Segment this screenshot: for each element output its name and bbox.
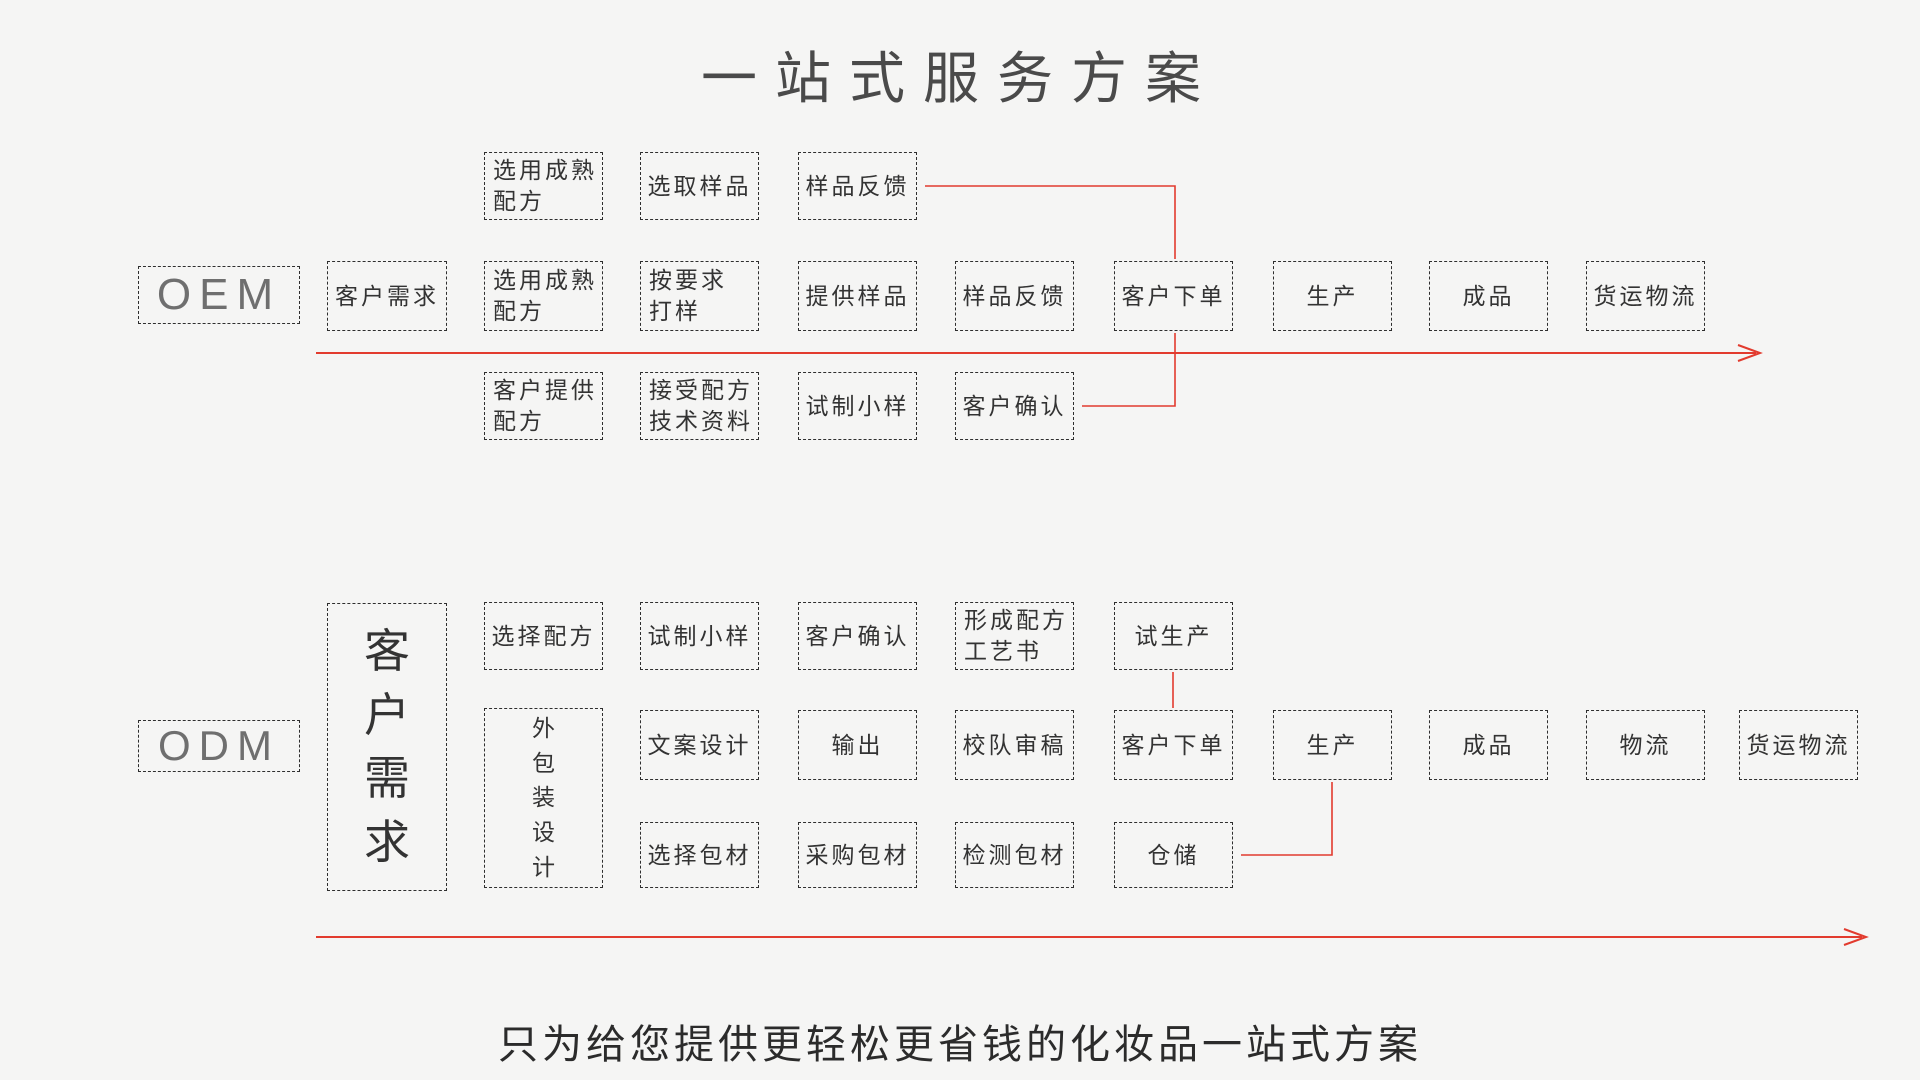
flow-step: 校队审稿 (955, 710, 1074, 780)
flow-step-text: 试制小样 (805, 392, 910, 419)
flow-step: 接受配方技术资料 (640, 372, 759, 440)
flow-step-text: 选用成熟 (493, 267, 597, 293)
flow-step: 提供样品 (798, 261, 917, 331)
flow-step: 成品 (1429, 261, 1548, 331)
flow-step: 按要求打样 (640, 261, 759, 331)
flow-step-text: 技术资料 (649, 408, 753, 434)
flow-step-text: 试制小样 (647, 622, 752, 649)
flow-step-text: 选用成熟 (493, 157, 597, 183)
flow-step-text: 货运物流 (1593, 282, 1698, 309)
flow-step: 试制小样 (798, 372, 917, 440)
flow-step: 客户下单 (1114, 261, 1233, 331)
oem-flow-arrowhead-icon (1737, 344, 1763, 362)
flow-step: 客户确认 (798, 602, 917, 670)
flow-step-text: 选择配方 (491, 622, 596, 649)
flow-step: 客户提供配方 (484, 372, 603, 440)
flow-step-text: 样品反馈 (805, 172, 910, 199)
odm-flow-arrowhead-icon (1843, 928, 1869, 946)
flow-step-text: 选择包材 (647, 841, 752, 868)
flow-step-text: 形成配方 (964, 607, 1068, 633)
flow-step-text: 接受配方 (649, 377, 753, 403)
connector-oem-confirm-to-order (1082, 333, 1176, 407)
odm-label-box: ODM (138, 720, 300, 772)
flow-step-text: 设 (532, 819, 555, 846)
flow-step: 生产 (1273, 261, 1392, 331)
flow-step-text: 客户确认 (805, 622, 910, 649)
flow-step: 货运物流 (1739, 710, 1858, 780)
page-title: 一站式服务方案 (701, 47, 1219, 110)
flow-step-text: 校队审稿 (962, 731, 1067, 758)
flow-step: 客户确认 (955, 372, 1074, 440)
connector-oem-feedback-to-order (925, 185, 1176, 259)
flow-step: 生产 (1273, 710, 1392, 780)
flow-step: 样品反馈 (798, 152, 917, 220)
flow-step-text: 样品反馈 (962, 282, 1067, 309)
flow-step-text: 求 (364, 815, 410, 868)
flow-step: 选择配方 (484, 602, 603, 670)
flow-step-text: 装 (532, 784, 555, 811)
flow-step: 试制小样 (640, 602, 759, 670)
flow-step-text: 客户下单 (1121, 731, 1226, 758)
flow-step-text: 需 (364, 752, 410, 805)
flow-step: 外包装设计 (484, 708, 603, 888)
flow-step: 客户下单 (1114, 710, 1233, 780)
flow-step-text: 打样 (649, 298, 701, 324)
flow-step-text: 配方 (493, 408, 545, 434)
flow-step-text: 物流 (1619, 731, 1672, 758)
flow-step-text: 配方 (493, 188, 545, 214)
flow-step-text: 客户下单 (1121, 282, 1226, 309)
flow-step-text: 包 (532, 749, 555, 776)
flow-step: 选取样品 (640, 152, 759, 220)
flow-step-text: 客户确认 (962, 392, 1067, 419)
flow-step-text: 客户提供 (493, 377, 597, 403)
flow-step: 客户需求 (327, 261, 447, 331)
flow-step: 输出 (798, 710, 917, 780)
flow-step: 检测包材 (955, 822, 1074, 888)
flow-step-text: 输出 (831, 731, 884, 758)
flow-step-text: 采购包材 (805, 841, 910, 868)
flow-step-text: 计 (532, 854, 555, 881)
flow-step-text: 配方 (493, 298, 545, 324)
flow-step-text: 工艺书 (964, 638, 1042, 664)
flow-step-text: 检测包材 (962, 841, 1067, 868)
flow-step-text: 试生产 (1134, 622, 1213, 649)
flow-step: 客户需求 (327, 603, 447, 891)
flow-step-text: 外 (532, 714, 555, 741)
flow-step: 形成配方工艺书 (955, 602, 1074, 670)
connector-odm-storage-to-production (1241, 782, 1333, 856)
flow-step-text: 提供样品 (805, 282, 910, 309)
flow-step: 成品 (1429, 710, 1548, 780)
flow-step: 采购包材 (798, 822, 917, 888)
flow-step-text: 文案设计 (647, 731, 752, 758)
flow-step: 文案设计 (640, 710, 759, 780)
flow-step-text: 成品 (1462, 282, 1515, 309)
flow-step-text: 按要求 (649, 267, 727, 293)
flow-step-text: 户 (364, 688, 410, 741)
oem-label-box: OEM (138, 266, 300, 324)
flow-step: 物流 (1586, 710, 1705, 780)
flow-step-text: 仓储 (1147, 841, 1200, 868)
flow-step-text: 生产 (1306, 731, 1359, 758)
flow-step: 仓储 (1114, 822, 1233, 888)
flow-step-text: 生产 (1306, 282, 1359, 309)
flow-step-text: 成品 (1462, 731, 1515, 758)
flow-step: 样品反馈 (955, 261, 1074, 331)
page-caption: 只为给您提供更轻松更省钱的化妆品一站式方案 (498, 1023, 1422, 1067)
flow-step: 试生产 (1114, 602, 1233, 670)
flow-step: 货运物流 (1586, 261, 1705, 331)
flow-step: 选用成熟配方 (484, 152, 603, 220)
flow-step-text: 客户需求 (335, 282, 439, 309)
flow-step-text: 选取样品 (647, 172, 752, 199)
flow-step: 选择包材 (640, 822, 759, 888)
flow-step: 选用成熟配方 (484, 261, 603, 331)
flow-step-text: 客 (364, 625, 410, 678)
flow-step-text: 货运物流 (1746, 731, 1851, 758)
